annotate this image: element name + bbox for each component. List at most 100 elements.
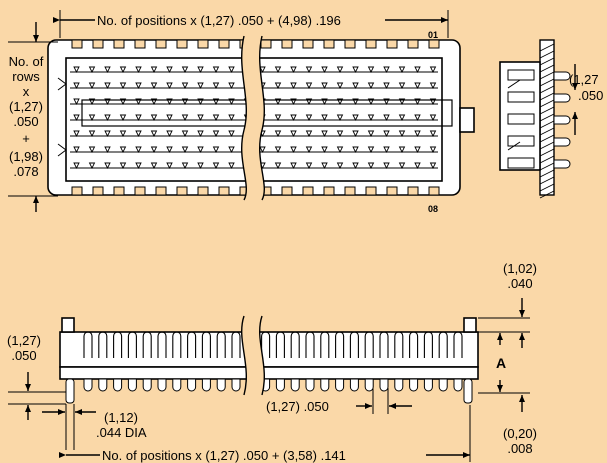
contact	[228, 130, 235, 138]
contact	[352, 114, 359, 122]
contact	[274, 66, 282, 74]
contact	[429, 82, 437, 90]
contact	[367, 82, 375, 90]
hatch-line	[539, 78, 555, 87]
contact	[274, 146, 282, 154]
bottom-pin	[157, 378, 167, 392]
contact	[73, 162, 80, 170]
contact	[367, 146, 375, 154]
contact	[228, 66, 235, 74]
contact	[104, 114, 111, 122]
bottom-pin	[290, 378, 300, 392]
bottom-pin	[187, 378, 197, 392]
side-pin-tip	[553, 137, 571, 147]
contact	[336, 146, 344, 154]
svg-text:rows: rows	[12, 69, 40, 84]
svg-text:(1,98): (1,98)	[9, 149, 43, 164]
edge-notch	[365, 39, 377, 49]
contact	[119, 82, 127, 90]
bottom-pin	[320, 378, 330, 392]
hatch-line	[539, 148, 555, 157]
contact	[290, 66, 297, 74]
top-pin	[349, 331, 359, 358]
edge-notch	[323, 186, 335, 196]
contact	[398, 82, 406, 90]
top-pin	[142, 331, 152, 358]
edge-notch	[92, 39, 104, 49]
contact	[383, 162, 390, 170]
top-pin	[409, 331, 419, 358]
contact	[321, 130, 328, 138]
contact	[212, 146, 220, 154]
side-view: (1,27 .050	[499, 39, 603, 199]
contact	[414, 114, 421, 122]
contact	[73, 66, 80, 74]
guide-peg-left	[65, 378, 75, 404]
top-pin	[379, 331, 389, 358]
edge-notch	[302, 186, 314, 196]
contact	[228, 162, 235, 170]
edge-notch	[155, 186, 167, 196]
bottom-pin	[275, 378, 285, 392]
hatch-line	[539, 120, 555, 129]
bottom-pin	[305, 378, 315, 392]
contact	[383, 114, 390, 122]
edge-notch	[218, 186, 230, 196]
pin-dia-label-1: (1,12)	[104, 410, 138, 425]
contact	[305, 130, 313, 138]
hatch-line	[539, 43, 555, 52]
edge-notch	[344, 39, 356, 49]
top-pin	[83, 331, 93, 358]
contact	[274, 162, 282, 170]
edge-notch	[71, 186, 83, 196]
contact	[367, 114, 375, 122]
contact	[228, 82, 235, 90]
contact	[181, 66, 189, 74]
top-pin	[172, 331, 182, 358]
side-pin-tip	[553, 71, 571, 81]
bottom-pin	[201, 378, 211, 392]
contact	[352, 130, 359, 138]
break-line	[258, 315, 266, 396]
contact	[197, 66, 204, 74]
contact	[119, 162, 127, 170]
contact	[166, 66, 173, 74]
hatch-line	[539, 64, 555, 73]
contact	[212, 162, 220, 170]
edge-notch	[218, 39, 230, 49]
contact	[228, 114, 235, 122]
hatch-line	[539, 92, 555, 101]
contact	[166, 82, 173, 90]
contact	[150, 114, 158, 122]
contact	[336, 66, 344, 74]
contact	[135, 146, 142, 154]
pin-dia-label-2: .044 DIA	[96, 425, 147, 440]
contact	[336, 114, 344, 122]
top-pin	[187, 331, 197, 358]
contact	[166, 146, 173, 154]
contact	[88, 82, 96, 90]
edge-notch	[113, 186, 125, 196]
contact	[197, 82, 204, 90]
A-label: A	[496, 355, 506, 371]
hatch-line	[539, 169, 555, 178]
standoff-label-1: (0,20)	[503, 426, 537, 441]
bottom-pin	[216, 378, 226, 392]
edge-notch	[113, 39, 125, 49]
top-pin	[231, 331, 241, 358]
contact	[367, 66, 375, 74]
contact	[290, 114, 297, 122]
contact	[352, 146, 359, 154]
side-pitch-label-1: (1,27	[569, 72, 599, 87]
edge-notch	[176, 186, 188, 196]
edge-notch	[428, 39, 440, 49]
edge-notch	[281, 186, 293, 196]
contact	[398, 66, 406, 74]
contact	[429, 162, 437, 170]
bottom-pin	[379, 378, 389, 392]
edge-notch	[155, 39, 167, 49]
contact	[274, 130, 282, 138]
contact	[181, 162, 189, 170]
top-view: No. of positions x (1,27) .050 + (4,98) …	[8, 10, 475, 214]
bottom-pin	[172, 378, 182, 392]
